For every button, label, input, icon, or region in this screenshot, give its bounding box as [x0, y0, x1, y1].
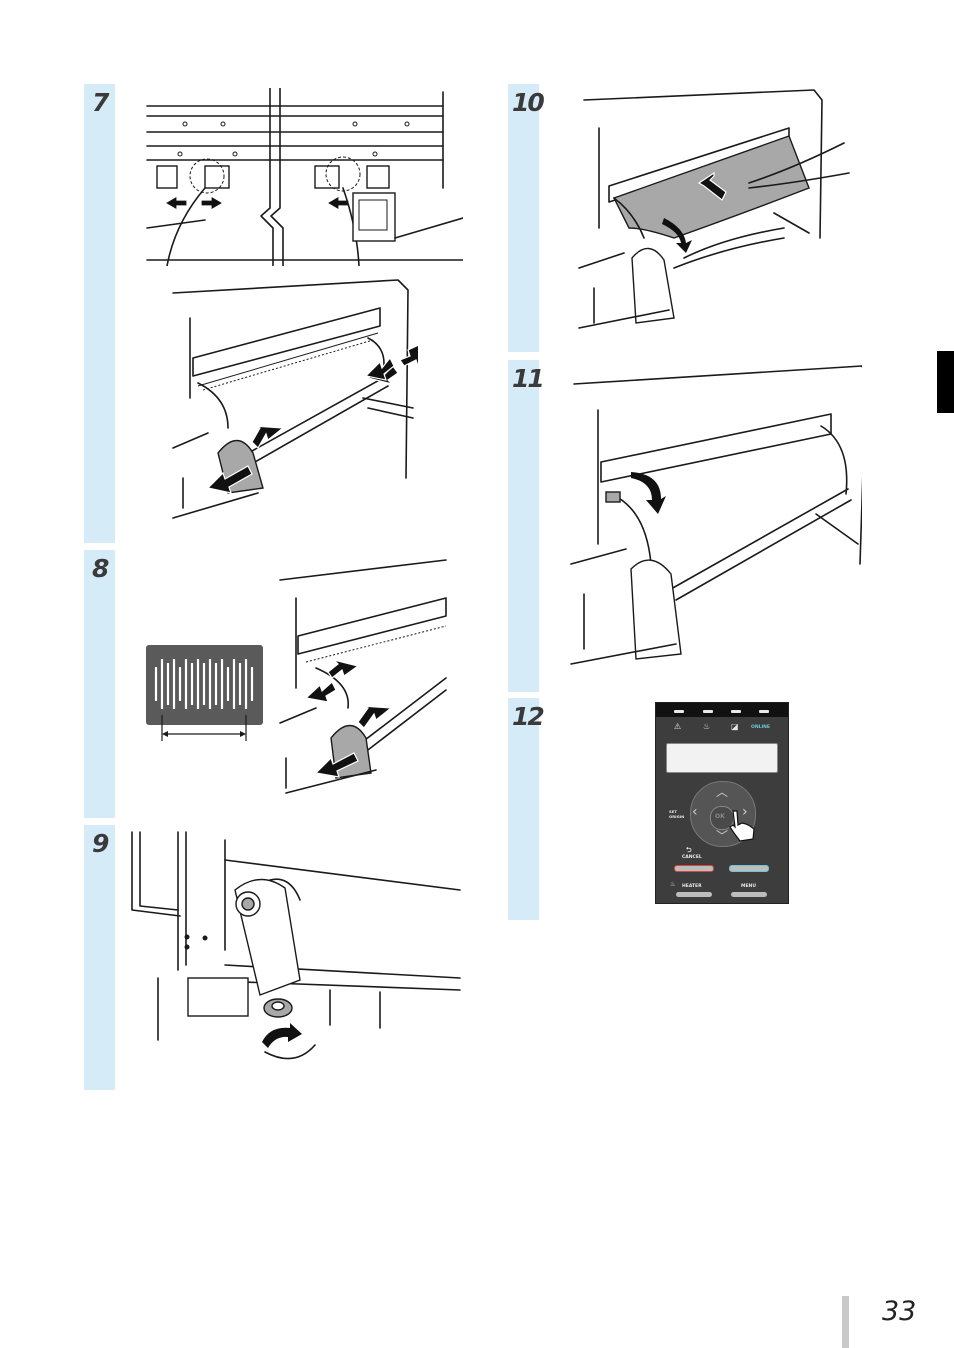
step-8-media-gauge-illustration [146, 645, 264, 745]
chevron-right-icon[interactable]: › [742, 804, 748, 820]
step-9-band [84, 825, 115, 1090]
heater-label: HEATER [682, 884, 702, 889]
chevron-up-icon[interactable]: ︿ [716, 785, 729, 799]
set-origin-label: SET [669, 809, 677, 814]
heater-icon: ♨ [670, 881, 676, 888]
chevron-left-icon[interactable]: ‹ [692, 804, 698, 820]
step-number: 8 [92, 554, 109, 583]
step-11-band [508, 360, 539, 692]
enter-button[interactable] [729, 865, 769, 872]
indicator-led [674, 710, 684, 713]
online-indicator-label: ONLINE [751, 725, 770, 730]
ink-status-icon: ◪ [731, 722, 739, 731]
page-number-bar [842, 1296, 849, 1348]
step-10-band [508, 84, 539, 352]
step-11-take-up-roll-illustration [566, 364, 862, 674]
control-panel: ⚠ ♨ ◪ ONLINE ︿ ﹀ ‹ › OK SET ORIGIN ⮌ CAN… [655, 702, 789, 904]
heater-button[interactable] [676, 892, 712, 897]
set-origin-label: ORIGIN [669, 814, 685, 819]
warning-icon: ⚠ [674, 722, 682, 731]
step-7-band [84, 84, 115, 543]
step-9-lock-knob-illustration [130, 830, 462, 1072]
step-number: 9 [92, 829, 109, 858]
step-7-roll-holders-illustration [168, 278, 418, 526]
indicator-led [703, 710, 713, 713]
step-8-holder-adjust-illustration [276, 558, 448, 800]
indicator-bar [656, 703, 788, 717]
cancel-button[interactable] [674, 865, 714, 872]
section-tab [937, 351, 954, 413]
chevron-down-icon[interactable]: ﹀ [716, 829, 729, 843]
ok-button-label: OK [715, 813, 725, 820]
step-7-holder-rail-illustration [145, 88, 463, 266]
step-8-band [84, 550, 115, 818]
page-number: 33 [882, 1296, 917, 1327]
lcd-display [666, 743, 778, 773]
step-number: 11 [512, 364, 545, 393]
heater-status-icon: ♨ [703, 722, 711, 731]
step-number: 10 [512, 88, 545, 117]
menu-label: MENU [741, 884, 756, 889]
menu-button[interactable] [731, 892, 767, 897]
indicator-led [759, 710, 769, 713]
step-12-band [508, 698, 539, 920]
indicator-led [731, 710, 741, 713]
back-arrow-icon: ⮌ [686, 846, 692, 854]
step-number: 7 [92, 88, 109, 117]
step-10-media-feed-illustration [574, 88, 866, 336]
cancel-label: CANCEL [682, 855, 702, 860]
step-number: 12 [512, 702, 545, 731]
hand-pointer-icon [728, 809, 758, 847]
